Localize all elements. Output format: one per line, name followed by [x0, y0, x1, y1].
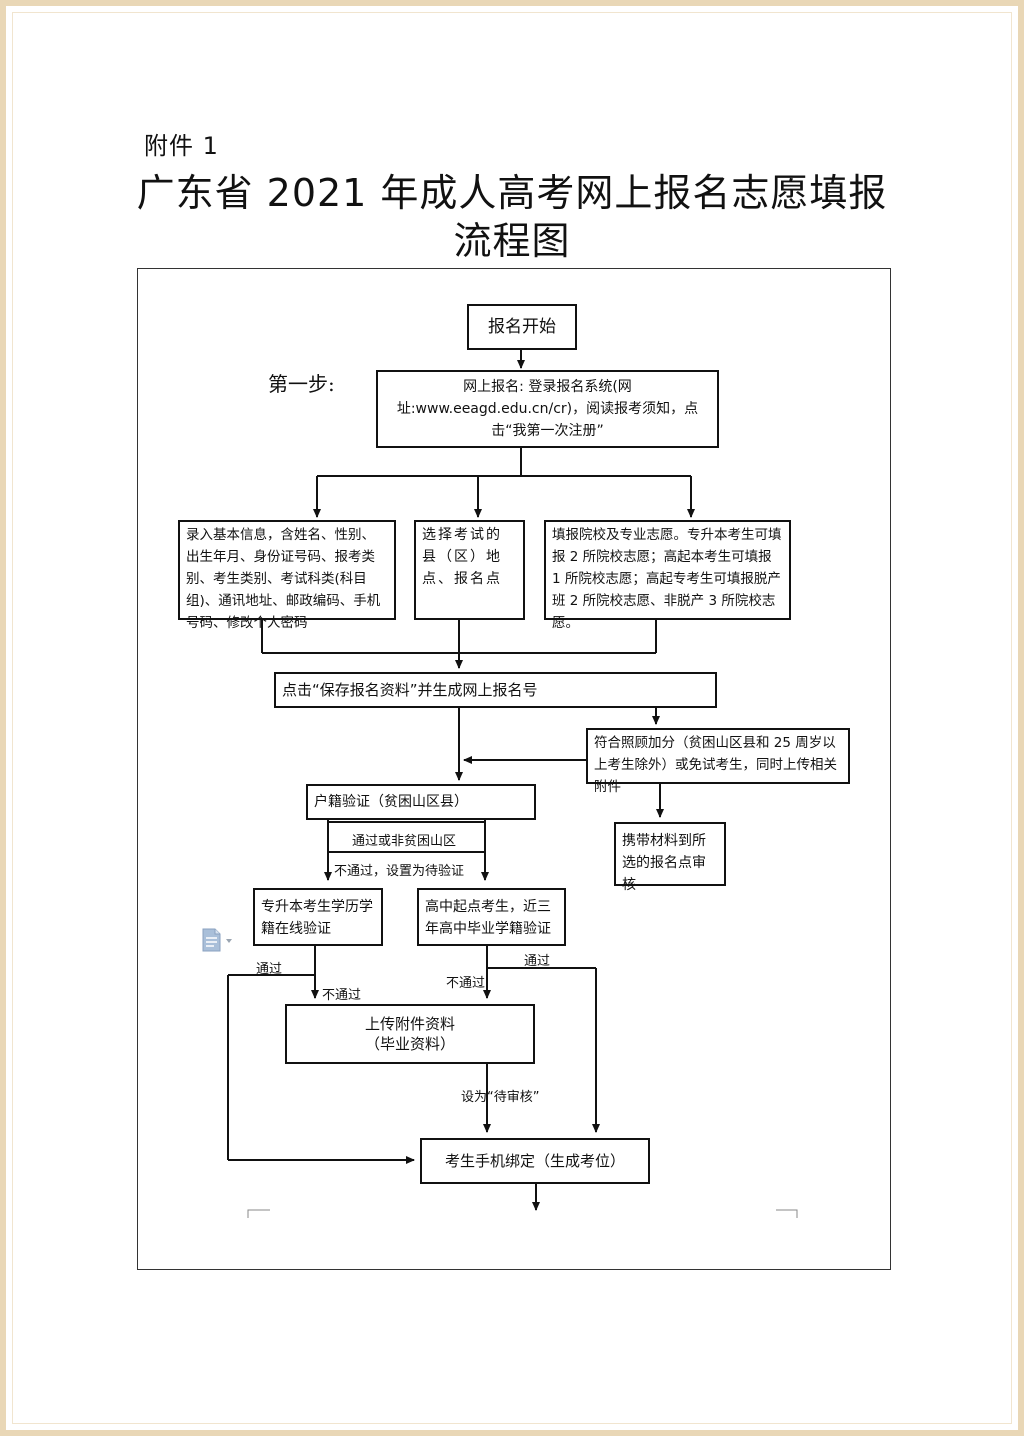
- label-pass-or-non: 通过或非贫困山区: [352, 834, 457, 849]
- upload-line2: （毕业资料）: [364, 1035, 455, 1053]
- page-title-line1: 广东省 2021 年成人高考网上报名志愿填报: [136, 171, 888, 215]
- wishes-text: 填报院校及专业志愿。专升本考生可填报 2 所院校志愿；高起本考生可填报 1 所院…: [552, 527, 782, 631]
- basic-info-text: 录入基本信息，含姓名、性别、出生年月、身份证号码、报考类别、考生类别、考试科类(…: [186, 527, 381, 631]
- bonus-text: 符合照顾加分（贫困山区县和 25 周岁以上考生除外）或免试考生，同时上传相关附件: [594, 735, 837, 795]
- online-registration-text: 网上报名: 登录报名系统(网址:www.eeagd.edu.cn/cr)，阅读报…: [396, 379, 699, 439]
- gz-verify-text: 高中起点考生，近三年高中毕业学籍验证: [425, 899, 551, 937]
- label-pass-left: 通过: [256, 962, 283, 977]
- document-icon[interactable]: [200, 926, 236, 954]
- gz-verify-box: 高中起点考生，近三年高中毕业学籍验证: [417, 888, 566, 946]
- exam-location-text: 选择考试的县（区）地点、报名点: [422, 527, 502, 587]
- wishes-box: 填报院校及专业志愿。专升本考生可填报 2 所院校志愿；高起本考生可填报 1 所院…: [544, 520, 791, 631]
- carry-materials-box: 携带材料到所选的报名点审核: [614, 822, 726, 893]
- bind-phone-text: 考生手机绑定（生成考位）: [444, 1152, 625, 1170]
- label-pass-right: 通过: [524, 954, 551, 969]
- label-set-pending: 设为“待审核”: [461, 1090, 540, 1105]
- hukou-verify-text: 户籍验证（贫困山区县）: [314, 794, 468, 810]
- zsb-verify-box: 专升本考生学历学籍在线验证: [253, 888, 383, 946]
- start-text: 报名开始: [488, 317, 556, 337]
- label-fail-left: 不通过: [322, 988, 362, 1003]
- label-fail-pending: 不通过，设置为待验证: [334, 864, 465, 879]
- basic-info-box: 录入基本信息，含姓名、性别、出生年月、身份证号码、报考类别、考生类别、考试科类(…: [178, 520, 396, 631]
- carry-materials-text: 携带材料到所选的报名点审核: [622, 833, 706, 893]
- bonus-box: 符合照顾加分（贫困山区县和 25 周岁以上考生除外）或免试考生，同时上传相关附件: [586, 728, 850, 795]
- online-registration-box: 网上报名: 登录报名系统(网址:www.eeagd.edu.cn/cr)，阅读报…: [376, 370, 719, 448]
- start-box: 报名开始: [467, 304, 577, 350]
- save-box: 点击“保存报名资料”并生成网上报名号: [274, 672, 717, 708]
- bind-phone-box: 考生手机绑定（生成考位）: [420, 1138, 650, 1184]
- exam-location-box: 选择考试的县（区）地点、报名点: [414, 520, 525, 620]
- zsb-verify-text: 专升本考生学历学籍在线验证: [261, 899, 373, 937]
- step-one-label: 第一步:: [268, 372, 335, 396]
- upload-line1: 上传附件资料: [364, 1015, 455, 1033]
- page-title-line2: 流程图: [453, 219, 571, 263]
- attachment-label: 附件 1: [144, 132, 219, 160]
- upload-box: 上传附件资料 （毕业资料）: [285, 1004, 535, 1064]
- corner-mark-left: [247, 1209, 270, 1218]
- label-fail-right: 不通过: [446, 976, 486, 991]
- save-text: 点击“保存报名资料”并生成网上报名号: [282, 681, 538, 699]
- corner-mark-right: [776, 1209, 798, 1218]
- hukou-verify-box: 户籍验证（贫困山区县）: [306, 784, 536, 820]
